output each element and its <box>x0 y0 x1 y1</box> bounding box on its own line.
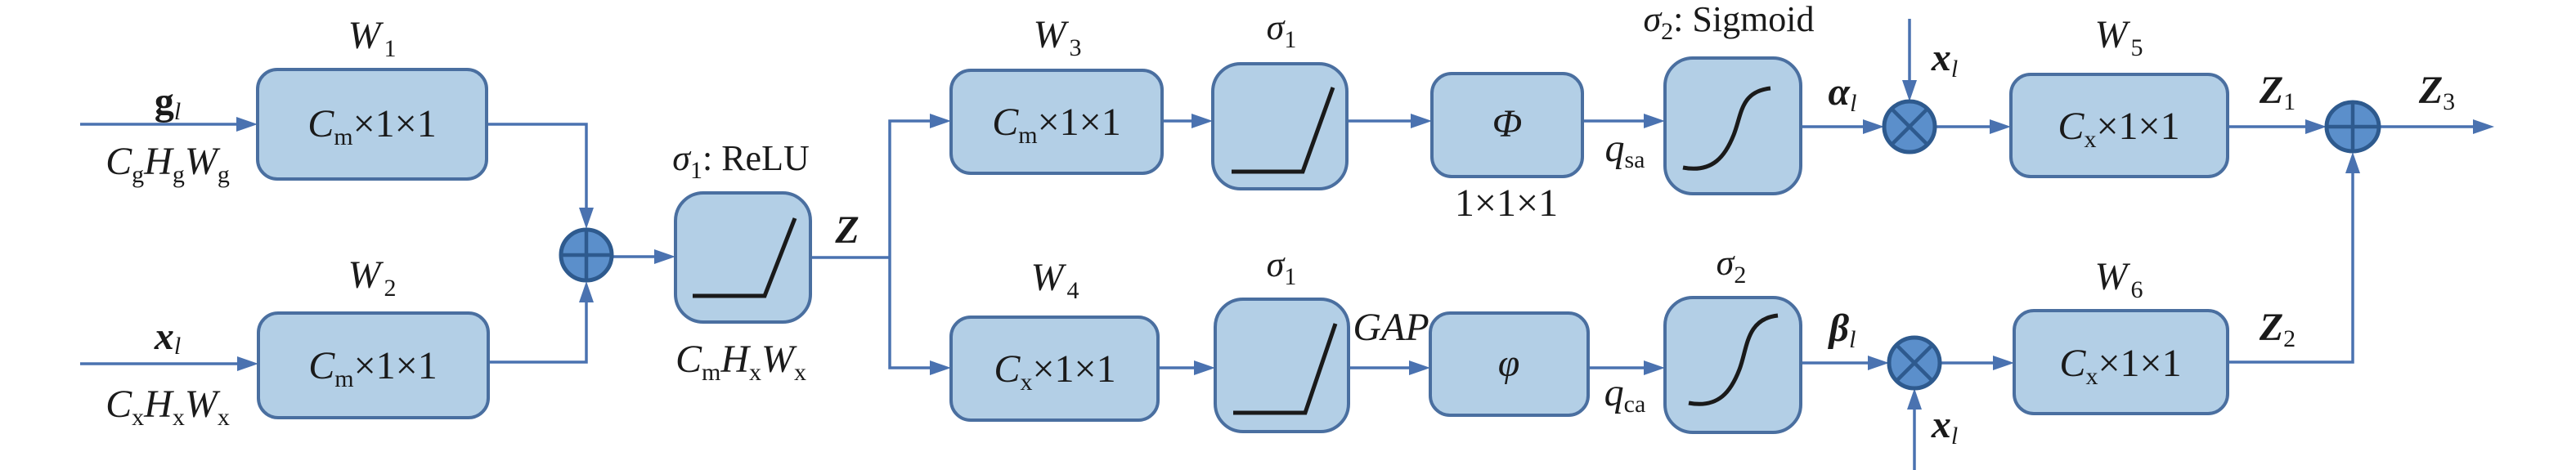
arrowhead <box>1192 114 1213 128</box>
arrowhead <box>579 208 594 229</box>
blocks <box>256 56 2229 434</box>
relu-main-title: σ1: ReLU <box>672 138 809 184</box>
q-sa-label: qsa <box>1605 127 1645 173</box>
x-top-label: xl <box>1931 36 1958 83</box>
arrowhead <box>1411 114 1432 128</box>
z2-label: Z2 <box>2259 306 2296 352</box>
varphi-block <box>1429 311 1590 417</box>
w2-conv-block <box>257 311 490 419</box>
arrowhead <box>237 356 258 371</box>
w3-content: Cm×1×1 <box>992 101 1121 149</box>
w6-conv-block <box>2013 309 2229 415</box>
sigmoid-block-bottom <box>1663 296 1802 434</box>
varphi-symbol: φ <box>1498 342 1520 385</box>
arrowhead <box>1644 360 1665 375</box>
arrowhead <box>2305 119 2327 134</box>
cross-b <box>1890 107 1929 146</box>
w4-content: Cx×1×1 <box>994 347 1115 396</box>
arrowhead <box>1863 119 1884 134</box>
relu-block-top <box>1211 62 1349 190</box>
relu-curve-icon <box>1233 323 1338 415</box>
wire-z2 <box>2228 171 2354 364</box>
activation-curves <box>693 86 1779 415</box>
input-g-dims: CgHgWg <box>105 140 230 188</box>
wire-branch <box>888 119 932 369</box>
w5-conv-block <box>2009 73 2229 178</box>
relu-curve-icon <box>1232 87 1335 174</box>
input-x-dims: CxHxWx <box>105 383 230 431</box>
operators <box>559 99 2381 391</box>
wire-w1-to-add <box>487 123 588 210</box>
z3-label: Z3 <box>2418 69 2455 115</box>
arrowhead <box>2473 119 2494 134</box>
w4-conv-block <box>949 316 1160 422</box>
input-x-label: xl <box>154 315 181 360</box>
arrowhead <box>236 117 258 132</box>
arrowhead <box>930 114 951 128</box>
w1-conv-block <box>256 68 488 181</box>
phi-block <box>1430 72 1584 178</box>
arrowhead <box>1993 356 2014 370</box>
mul-node-top <box>1882 99 1937 154</box>
phi-dims: 1×1×1 <box>1455 181 1558 225</box>
input-g-label: gl <box>155 80 181 125</box>
relu-block-main <box>674 191 812 324</box>
phi-symbol: Φ <box>1492 102 1523 145</box>
q-ca-label: qca <box>1604 371 1646 418</box>
relu-block-bottom <box>1214 298 1350 433</box>
arrowhead <box>1194 360 1215 375</box>
relu-curve-icon <box>693 217 797 298</box>
alpha-label: αl <box>1829 70 1857 117</box>
cross-b <box>1895 343 1934 383</box>
sigmoid-top-title: σ2: Sigmoid <box>1643 0 1814 45</box>
connections <box>80 19 2494 470</box>
arrowhead <box>1990 119 2011 134</box>
sigmoid-curve-icon <box>1682 86 1771 171</box>
gap-label: GAP <box>1353 306 1429 349</box>
sigmoid-block-top <box>1663 56 1802 195</box>
arrowhead <box>1902 80 1917 101</box>
sigmoid-bottom-title: σ2 <box>1717 243 1747 289</box>
arrowhead <box>654 249 675 264</box>
wire-w2-to-add <box>488 300 588 364</box>
relu-main-dims: CmHxWx <box>675 338 806 386</box>
arrowhead <box>2345 152 2360 173</box>
w2-content: Cm×1×1 <box>308 344 438 392</box>
w3-conv-block <box>949 69 1164 175</box>
x-bottom-label: xl <box>1931 403 1958 450</box>
arrowhead <box>1868 356 1889 370</box>
arrowhead <box>1409 360 1430 375</box>
arrowhead <box>579 281 594 302</box>
arrowhead <box>1907 388 1922 410</box>
sigmoid-curve-icon <box>1688 313 1779 406</box>
arrowhead <box>930 360 951 375</box>
add-node-output <box>2324 100 2381 154</box>
z1-label: Z1 <box>2259 69 2296 115</box>
w1-content: Cm×1×1 <box>307 102 437 150</box>
add-node <box>559 227 614 283</box>
z-label: Z <box>834 208 859 252</box>
beta-label: βl <box>1828 307 1856 353</box>
mul-node-bottom <box>1887 335 1942 391</box>
relu-bottom-title: σ1 <box>1267 244 1297 290</box>
w5-content: Cx×1×1 <box>2058 105 2179 153</box>
arrowhead <box>1644 114 1665 128</box>
w6-content: Cx×1×1 <box>2059 342 2181 390</box>
relu-top-title: σ1 <box>1267 7 1297 53</box>
